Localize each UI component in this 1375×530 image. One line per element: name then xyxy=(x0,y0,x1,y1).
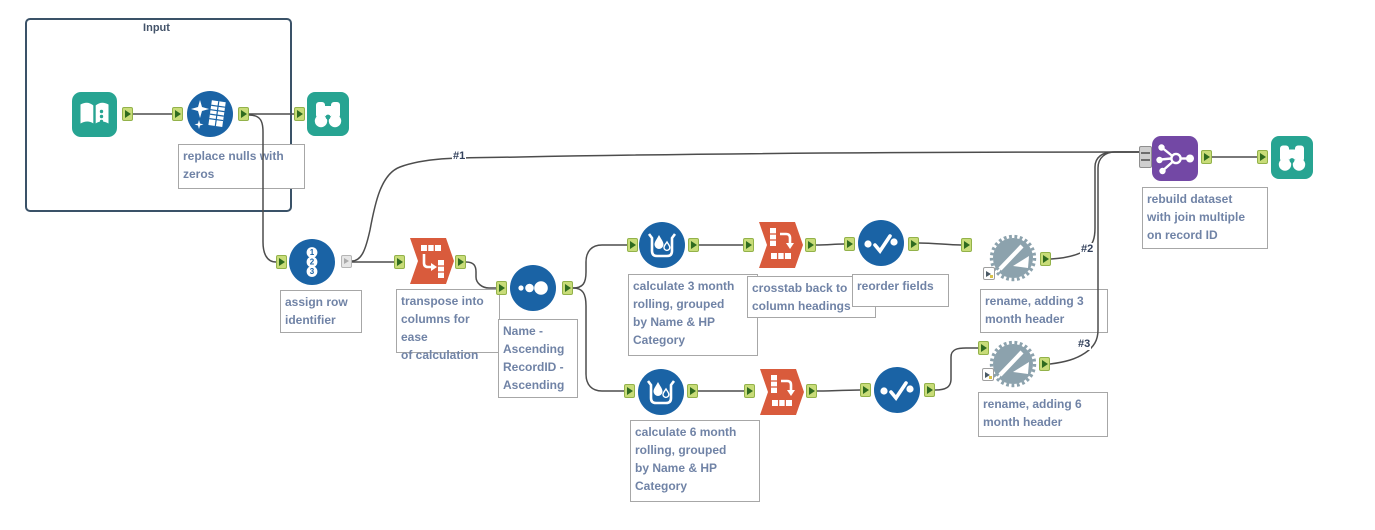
rename6-output-anchor[interactable] xyxy=(1039,357,1050,371)
select-checkmark-icon xyxy=(874,367,920,413)
rename3-input-anchor[interactable] xyxy=(961,238,972,252)
mrf6-output-anchor[interactable] xyxy=(687,384,698,398)
crosstab6-input-anchor[interactable] xyxy=(744,384,755,398)
connection-transpose-to-sort[interactable] xyxy=(465,261,496,289)
rename3-optional-input-anchor[interactable] xyxy=(983,267,995,280)
join-multiple-input-anchor[interactable] xyxy=(1139,146,1152,168)
crosstab6-output-anchor[interactable] xyxy=(806,384,817,398)
annotation-calc-3-month[interactable]: calculate 3 month rolling, grouped by Na… xyxy=(628,274,758,356)
transpose-input-anchor[interactable] xyxy=(394,255,405,269)
connection-label-2: #2 xyxy=(1080,243,1095,255)
transpose-tool[interactable] xyxy=(408,238,454,284)
svg-text:3: 3 xyxy=(310,267,315,276)
annotation-sort-order[interactable]: Name - Ascending RecordID - Ascending xyxy=(498,319,578,398)
multirow-formula-bucket-icon xyxy=(638,369,684,415)
connection-crosstab6-to-select6[interactable] xyxy=(816,389,861,392)
join-multiple-tool[interactable] xyxy=(1152,136,1198,181)
crosstab3-input-anchor[interactable] xyxy=(743,238,754,252)
dynamic-rename-6-tool[interactable] xyxy=(989,340,1037,388)
cleanse-output-anchor[interactable] xyxy=(238,107,249,121)
record-id-tool[interactable]: 1 2 3 xyxy=(289,239,335,285)
connection-label-3: #3 xyxy=(1077,338,1092,350)
connection-select6-to-rename6[interactable] xyxy=(934,347,978,391)
select-3-tool[interactable] xyxy=(858,220,904,266)
connection-label-1: #1 xyxy=(452,150,467,162)
annotation-reorder-fields[interactable]: reorder fields xyxy=(852,274,949,307)
connection-1-recordid-to-join[interactable] xyxy=(351,151,1140,262)
connection-2-rename3-to-join[interactable] xyxy=(1050,151,1139,260)
cleanse-input-anchor[interactable] xyxy=(172,107,183,121)
cleanse-sparkle-table-icon xyxy=(187,91,233,137)
rename6-input-anchor[interactable] xyxy=(978,341,989,355)
mrf3-output-anchor[interactable] xyxy=(688,238,699,252)
select6-input-anchor[interactable] xyxy=(860,383,871,397)
open-book-icon xyxy=(72,92,117,137)
sort-tool[interactable] xyxy=(510,265,556,311)
annotation-rename-6[interactable]: rename, adding 6 month header xyxy=(978,392,1108,437)
rename3-output-anchor[interactable] xyxy=(1040,252,1051,266)
crosstab-icon xyxy=(760,369,804,415)
join-multiple-output-anchor[interactable] xyxy=(1201,150,1212,164)
recordid-output-anchor[interactable] xyxy=(341,255,352,268)
connection-cleanse-to-recordid[interactable] xyxy=(248,114,277,263)
input-data-tool[interactable] xyxy=(72,92,117,137)
mrf6-input-anchor[interactable] xyxy=(624,384,635,398)
select3-output-anchor[interactable] xyxy=(908,237,919,251)
transpose-icon xyxy=(410,238,454,284)
select3-input-anchor[interactable] xyxy=(844,237,855,251)
cleanse-tool[interactable] xyxy=(187,91,233,137)
annotation-rebuild-join[interactable]: rebuild dataset with join multiple on re… xyxy=(1142,187,1268,249)
annotation-transpose[interactable]: transpose into columns for ease of calcu… xyxy=(396,289,500,362)
crosstab-3-tool[interactable] xyxy=(757,222,803,268)
connection-3-rename6-to-join[interactable] xyxy=(1049,151,1139,365)
annotation-calc-6-month[interactable]: calculate 6 month rolling, grouped by Na… xyxy=(630,420,760,502)
connection-sort-to-mrf6[interactable] xyxy=(572,287,624,392)
browse-tool-1[interactable] xyxy=(307,92,349,136)
multirow-formula-bucket-icon xyxy=(639,222,685,268)
sort-output-anchor[interactable] xyxy=(562,281,573,295)
select-6-tool[interactable] xyxy=(874,367,920,413)
sort-dots-icon xyxy=(510,265,556,311)
connection-select3-to-rename3[interactable] xyxy=(918,242,962,246)
join-multiple-network-icon xyxy=(1152,136,1198,181)
crosstab-icon xyxy=(759,222,803,268)
annotation-rename-3[interactable]: rename, adding 3 month header xyxy=(980,289,1108,333)
mrf3-input-anchor[interactable] xyxy=(627,238,638,252)
multirow-formula-3-tool[interactable] xyxy=(639,222,685,268)
select6-output-anchor[interactable] xyxy=(924,383,935,397)
crosstab-6-tool[interactable] xyxy=(758,369,804,415)
select-checkmark-icon xyxy=(858,220,904,266)
multirow-formula-6-tool[interactable] xyxy=(638,369,684,415)
browse1-input-anchor[interactable] xyxy=(294,107,305,121)
input-data-output-anchor[interactable] xyxy=(122,107,133,121)
connection-crosstab3-to-select3[interactable] xyxy=(815,243,845,246)
input-container-label: Input xyxy=(143,22,170,34)
dynamic-rename-gear-pencil-icon xyxy=(989,340,1037,388)
browse-tool-2[interactable] xyxy=(1271,136,1313,179)
crosstab3-output-anchor[interactable] xyxy=(805,238,816,252)
svg-text:2: 2 xyxy=(310,258,315,267)
dynamic-rename-gear-pencil-icon xyxy=(989,234,1037,282)
dynamic-rename-3-tool[interactable] xyxy=(989,234,1037,282)
record-id-123-icon: 1 2 3 xyxy=(289,239,335,285)
rename6-optional-input-anchor[interactable] xyxy=(982,368,994,381)
transpose-output-anchor[interactable] xyxy=(455,255,466,269)
binoculars-icon xyxy=(307,92,349,136)
binoculars-icon xyxy=(1271,136,1313,179)
annotation-replace-nulls[interactable]: replace nulls with zeros xyxy=(178,144,305,189)
svg-text:1: 1 xyxy=(310,248,315,257)
sort-input-anchor[interactable] xyxy=(496,281,507,295)
browse2-input-anchor[interactable] xyxy=(1257,150,1268,164)
recordid-input-anchor[interactable] xyxy=(276,255,287,269)
annotation-assign-row[interactable]: assign row identifier xyxy=(280,290,362,333)
connection-sort-to-mrf3[interactable] xyxy=(572,244,627,289)
